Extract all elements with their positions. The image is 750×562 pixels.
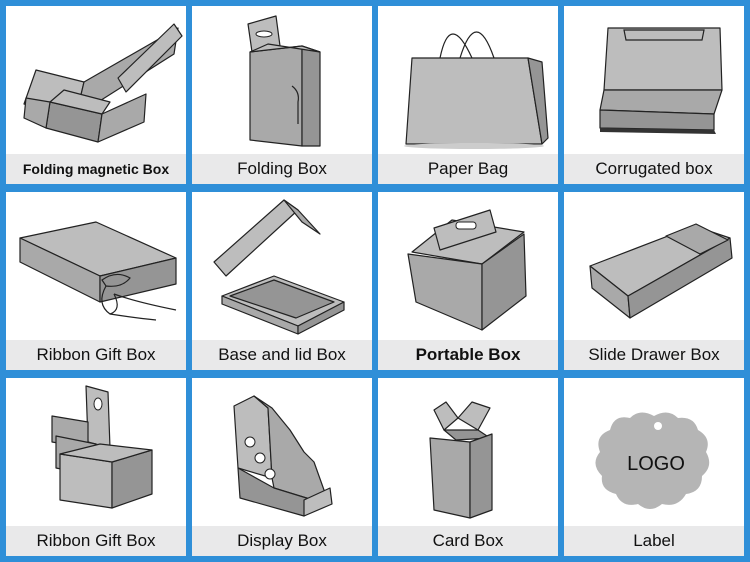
slide-drawer-box-image <box>589 223 733 319</box>
folding-box-image <box>247 15 321 147</box>
product-label: Card Box <box>378 526 558 556</box>
product-card-paper-bag[interactable]: Paper Bag <box>378 6 558 184</box>
product-label: Label <box>564 526 744 556</box>
paper-bag-image <box>404 31 549 149</box>
product-card-folding-magnetic-box[interactable]: Folding magnetic Box <box>6 6 186 184</box>
ribbon-gift-box-2-image <box>51 385 153 509</box>
product-label: Base and lid Box <box>192 340 372 370</box>
display-box-image <box>233 395 333 517</box>
product-card-ribbon-gift-box-2[interactable]: Ribbon Gift Box <box>6 378 186 556</box>
folding-magnetic-box-image <box>23 23 183 143</box>
portable-box-image <box>407 209 527 331</box>
card-box-image <box>429 401 493 519</box>
label-logo-text: LOGO <box>627 453 685 475</box>
product-label: Ribbon Gift Box <box>6 340 186 370</box>
ribbon-gift-box-image <box>19 221 177 321</box>
product-card-slide-drawer-box[interactable]: Slide Drawer Box <box>564 192 744 370</box>
product-card-card-box[interactable]: Card Box <box>378 378 558 556</box>
product-card-portable-box[interactable]: Portable Box <box>378 192 558 370</box>
product-label: Display Box <box>192 526 372 556</box>
corrugated-box-image <box>599 27 723 134</box>
product-label: Corrugated box <box>564 154 744 184</box>
product-label: Slide Drawer Box <box>564 340 744 370</box>
product-label: Ribbon Gift Box <box>6 526 186 556</box>
base-and-lid-box-image <box>213 199 345 335</box>
product-card-display-box[interactable]: Display Box <box>192 378 372 556</box>
product-card-corrugated-box[interactable]: Corrugated box <box>564 6 744 184</box>
product-label: Folding Box <box>192 154 372 184</box>
product-card-ribbon-gift-box[interactable]: Ribbon Gift Box <box>6 192 186 370</box>
product-label: Portable Box <box>378 340 558 370</box>
product-label: Folding magnetic Box <box>6 154 186 184</box>
product-label: Paper Bag <box>378 154 558 184</box>
product-card-folding-box[interactable]: Folding Box <box>192 6 372 184</box>
label-tag-image: LOGO <box>595 412 710 509</box>
product-grid: Folding magnetic Box Folding Box Paper B… <box>6 6 744 556</box>
product-card-base-and-lid-box[interactable]: Base and lid Box <box>192 192 372 370</box>
product-card-label[interactable]: LOGO Label <box>564 378 744 556</box>
